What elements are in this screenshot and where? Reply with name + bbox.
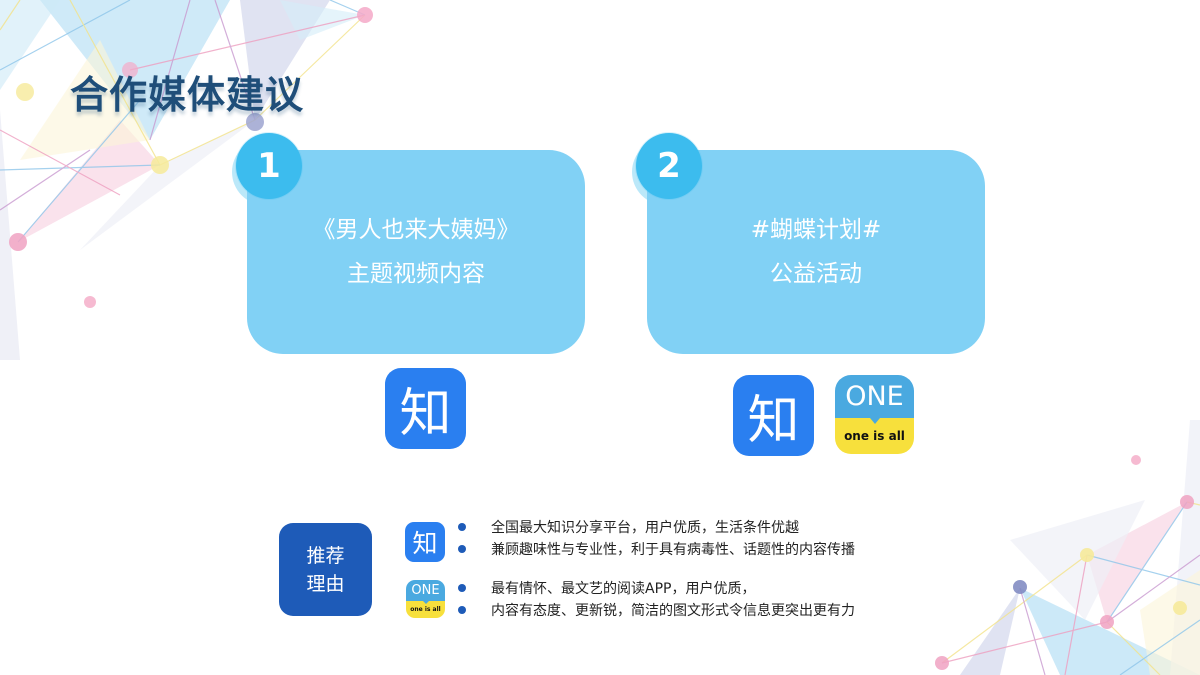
- media-card-1: 《男人也来大姨妈》 主题视频内容: [247, 150, 585, 354]
- reason-text: 全国最大知识分享平台，用户优质，生活条件优越: [491, 520, 799, 536]
- zhihu-logo-icon: 知: [385, 368, 466, 449]
- reason-text: 兼顾趣味性与专业性，利于具有病毒性、话题性的内容传播: [491, 542, 855, 558]
- zhihu-logo-icon: 知: [733, 375, 814, 456]
- bullet-icon: [458, 545, 466, 553]
- list-item: 内容有态度、更新锐，简洁的图文形式令信息更突出更有力: [458, 599, 855, 621]
- recommendation-reason-label: 推荐 理由: [279, 523, 372, 616]
- zhihu-reason-list: 全国最大知识分享平台，用户优质，生活条件优越 兼顾趣味性与专业性，利于具有病毒性…: [458, 516, 855, 560]
- number-badge-1: 1: [232, 133, 302, 205]
- page-title: 合作媒体建议: [70, 73, 305, 117]
- list-item: 兼顾趣味性与专业性，利于具有病毒性、话题性的内容传播: [458, 538, 855, 560]
- media-card-2: #蝴蝶计划# 公益活动: [647, 150, 985, 354]
- bullet-icon: [458, 606, 466, 614]
- card-1-line2: 主题视频内容: [347, 261, 485, 287]
- reason-label-line1: 推荐: [306, 544, 345, 567]
- one-logo-bottom: one is all: [406, 600, 445, 618]
- bullet-icon: [458, 584, 466, 592]
- one-logo-top: ONE: [835, 375, 914, 425]
- number-badge-2: 2: [632, 133, 702, 205]
- one-app-logo-icon: ONE one is all: [835, 375, 914, 454]
- card-2-line1: #蝴蝶计划#: [750, 217, 882, 243]
- one-reason-list: 最有情怀、最文艺的阅读APP，用户优质， 内容有态度、更新锐，简洁的图文形式令信…: [458, 577, 855, 621]
- reason-label-line2: 理由: [306, 572, 345, 595]
- bullet-icon: [458, 523, 466, 531]
- list-item: 最有情怀、最文艺的阅读APP，用户优质，: [458, 577, 855, 599]
- one-logo-top: ONE: [406, 580, 445, 604]
- one-app-logo-icon: ONE one is all: [406, 580, 445, 618]
- list-item: 全国最大知识分享平台，用户优质，生活条件优越: [458, 516, 855, 538]
- card-2-line2: 公益活动: [770, 261, 862, 287]
- reason-text: 最有情怀、最文艺的阅读APP，用户优质，: [491, 581, 756, 597]
- zhihu-logo-icon: 知: [405, 522, 445, 562]
- reason-text: 内容有态度、更新锐，简洁的图文形式令信息更突出更有力: [491, 603, 855, 619]
- card-1-line1: 《男人也来大姨妈》: [312, 217, 520, 243]
